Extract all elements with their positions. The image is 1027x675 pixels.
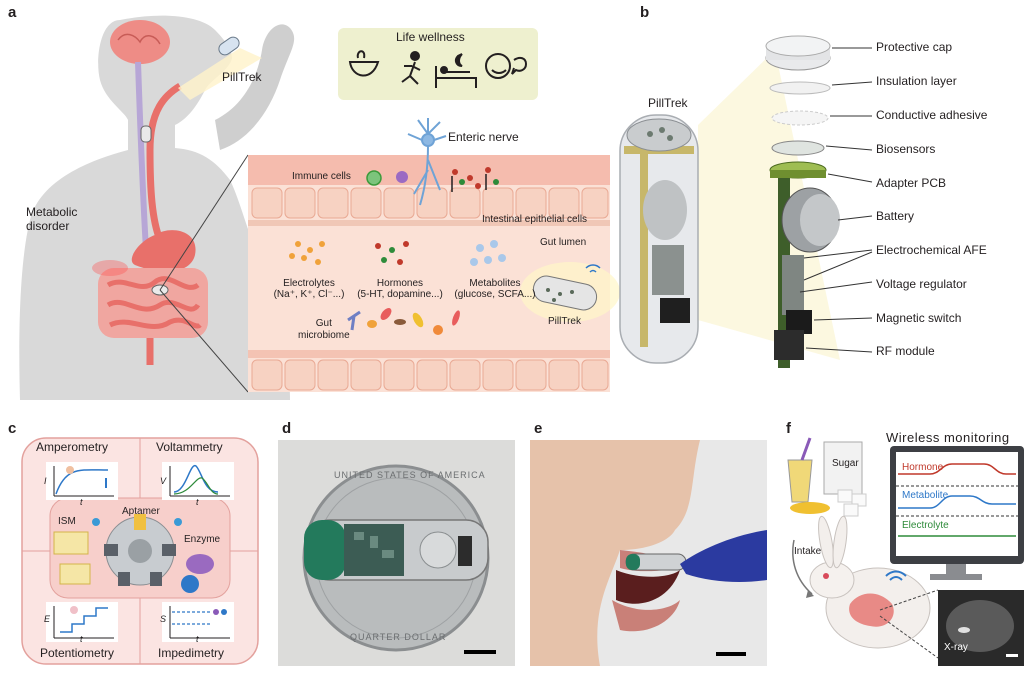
- intestine-icon: [98, 268, 208, 365]
- axis-s: S: [160, 614, 167, 624]
- axis-t-impedimetry: t: [196, 634, 199, 644]
- axis-t-amperometry: t: [80, 497, 83, 507]
- axis-v: V: [160, 476, 167, 486]
- metabolite-label: Metabolite: [902, 490, 949, 501]
- axis-i: I: [44, 476, 47, 486]
- aptamer-label: Aptamer: [122, 506, 160, 517]
- pill-swallow-icon: [178, 36, 262, 100]
- microbiome-icons: [347, 308, 460, 335]
- electrolytes-label: Electrolytes: [283, 278, 335, 289]
- life-wellness-box: [338, 28, 538, 100]
- metabolites-label: Metabolites: [469, 278, 521, 289]
- hormones-sub: (5-HT, dopamine...): [357, 289, 443, 300]
- component-conductive-adhesive: Conductive adhesive: [876, 108, 988, 122]
- component-magnetic-switch: Magnetic switch: [876, 311, 962, 325]
- component-adapter-pcb: Adapter PCB: [876, 176, 947, 190]
- metabolites-sub: (glucose, SCFA...): [454, 289, 536, 300]
- immune-cells-label: Immune cells: [292, 171, 351, 182]
- gut-lumen-label: Gut lumen: [540, 237, 587, 248]
- enteric-neuron-icon: [407, 118, 447, 206]
- panel-letter-c: c: [8, 420, 17, 437]
- panel-letter-d: d: [282, 420, 292, 437]
- enzyme-label: Enzyme: [184, 534, 221, 545]
- photo-e: [530, 440, 767, 666]
- wellness-icons: [348, 50, 528, 88]
- component-electrochemical-afe: Electrochemical AFE: [876, 243, 987, 257]
- hormones-label: Hormones: [376, 278, 424, 289]
- ism-label: ISM: [58, 516, 76, 527]
- immune-cell-icon-2: [396, 171, 408, 183]
- metabolic-disorder-label: Metabolic disorder: [26, 205, 78, 233]
- life-wellness-label: Life wellness: [396, 30, 465, 44]
- wireless-monitoring-label: Wireless monitoring: [886, 430, 1010, 445]
- panel-letter-e: e: [534, 420, 543, 437]
- immune-cell-icon: [366, 170, 382, 186]
- exploded-stack: [765, 35, 840, 368]
- mouth-photo: [530, 440, 767, 666]
- panel-b-illustration: [619, 35, 873, 368]
- coin-bottom-text: QUARTER DOLLAR: [350, 632, 447, 642]
- panel-letter-a: a: [8, 4, 17, 21]
- pilltrek-label-b: PillTrek: [648, 96, 688, 110]
- tissue-section: [248, 118, 620, 392]
- axis-t-voltammetry: t: [196, 497, 199, 507]
- component-rf-module: RF module: [876, 344, 935, 358]
- scale-bar-d: [464, 650, 496, 654]
- pilltrek-label-a: PillTrek: [222, 70, 262, 84]
- metabolites-block: Metabolites (glucose, SCFA...): [440, 278, 550, 300]
- stomach-icon: [131, 230, 196, 272]
- photo-d: UNITED STATES OF AMERICA QUARTER DOLLAR: [278, 440, 515, 666]
- electrolytes-block: Electrolytes (Na⁺, K⁺, Cl⁻...): [264, 278, 354, 300]
- electrolyte-label: Electrolyte: [902, 520, 949, 531]
- component-insulation-layer: Insulation layer: [876, 74, 957, 88]
- gut-microbiome-label: Gut microbiome: [298, 318, 350, 341]
- component-biosensors: Biosensors: [876, 142, 936, 156]
- hormones-block: Hormones (5-HT, dopamine...): [345, 278, 455, 300]
- panel-letter-b: b: [640, 4, 650, 21]
- voltammetry-label: Voltammetry: [156, 440, 223, 454]
- epithelial-label: Intestinal epithelial cells: [482, 214, 588, 225]
- axis-e: E: [44, 614, 51, 624]
- impedimetry-label: Impedimetry: [158, 646, 225, 660]
- rabbit-icon: [809, 515, 931, 649]
- esophagus: [146, 82, 182, 242]
- component-voltage-regulator: Voltage regulator: [876, 277, 967, 291]
- pilltrek-lumen-label: PillTrek: [548, 316, 581, 327]
- hormone-label: Hormone: [902, 462, 944, 473]
- vagus-nerve: [135, 61, 149, 251]
- coin-top-text: UNITED STATES OF AMERICA: [334, 470, 486, 480]
- panel-f-illustration: [787, 437, 1024, 666]
- panel-c-illustration: [21, 437, 259, 665]
- electrolytes-sub: (Na⁺, K⁺, Cl⁻...): [273, 289, 345, 300]
- pilltrek-lumen-icon: [520, 262, 620, 322]
- panel-letter-f: f: [786, 420, 791, 437]
- enteric-nerve-label: Enteric nerve: [448, 130, 519, 144]
- human-arm: [215, 24, 295, 150]
- component-protective-cap: Protective cap: [876, 40, 953, 54]
- coin-photo: [302, 464, 490, 652]
- scale-bar-e: [716, 652, 746, 656]
- sugar-label: Sugar: [832, 458, 859, 469]
- xray-label: X-ray: [944, 642, 968, 653]
- panel-a-illustration: [19, 15, 620, 401]
- axis-t-potentiometry: t: [80, 634, 83, 644]
- potentiometry-label: Potentiometry: [40, 646, 115, 660]
- amperometry-label: Amperometry: [36, 440, 109, 454]
- pill-esophagus: [140, 125, 152, 143]
- component-battery: Battery: [876, 209, 915, 223]
- intake-label: Intake: [794, 546, 822, 557]
